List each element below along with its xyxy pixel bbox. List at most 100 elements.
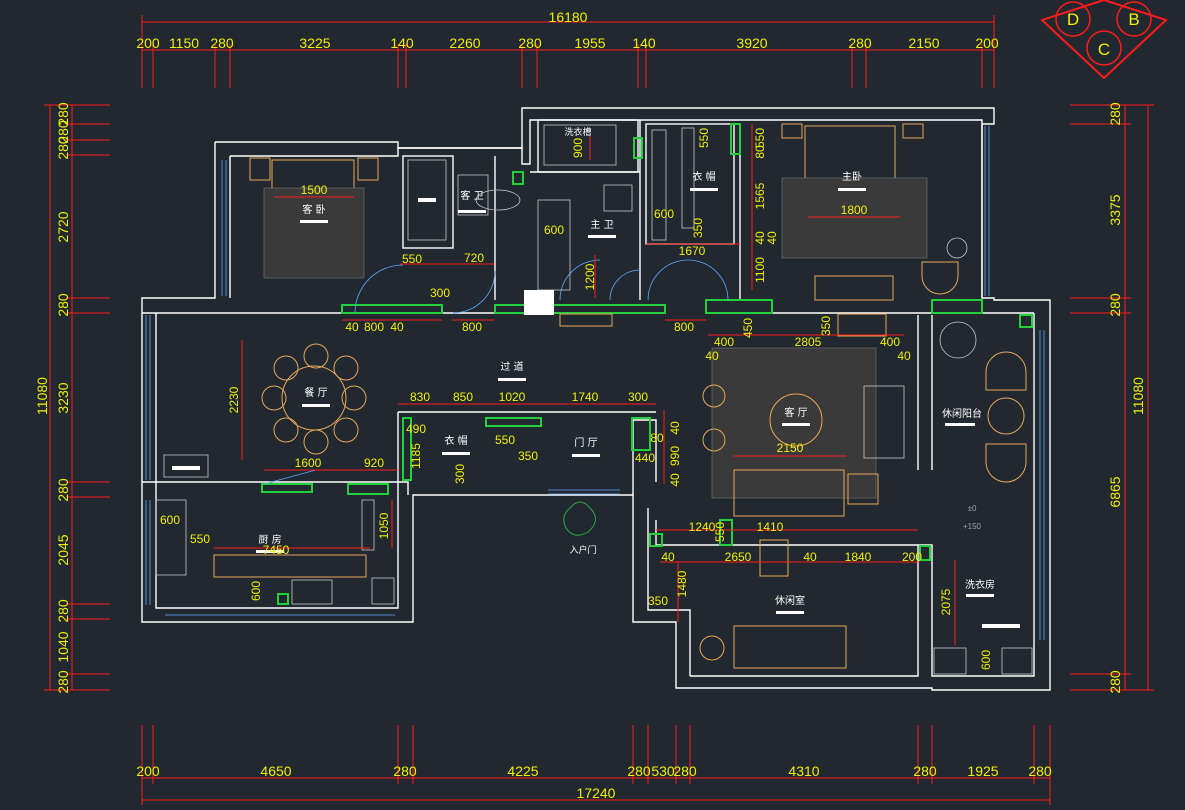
master-bed <box>781 123 968 301</box>
bottom-dim-1: 200 <box>136 763 160 779</box>
top-dim-13: 200 <box>975 35 999 51</box>
dim-1050: 1050 <box>377 512 391 539</box>
dim-800c: 800 <box>674 320 694 334</box>
dim-920: 920 <box>364 456 384 470</box>
room-label-guest-bath: 客 卫 <box>460 189 483 202</box>
dim-1600: 1600 <box>295 456 322 470</box>
dim-830: 830 <box>410 390 430 404</box>
logo: D B C <box>1040 0 1168 80</box>
bottom-dim-3: 280 <box>393 763 417 779</box>
dim-guest-bed-width: 1500 <box>301 183 328 197</box>
dining-cabinet <box>163 454 209 478</box>
left-dim-10: 1040 <box>55 631 71 662</box>
bottom-dim-10: 1925 <box>967 763 998 779</box>
floor-level-mark-2: +150 <box>963 522 982 531</box>
dim-350c: 350 <box>518 449 538 463</box>
dim-1020: 1020 <box>499 390 526 404</box>
top-dim-11: 280 <box>848 35 872 51</box>
dim-300b: 300 <box>628 390 648 404</box>
dim-2075: 2075 <box>939 588 953 615</box>
bottom-dim-9: 280 <box>913 763 937 779</box>
dim-200: 200 <box>902 550 922 564</box>
room-label-guest-bedroom: 客 卧 <box>302 203 325 216</box>
room-label-laundry: 洗衣房 <box>965 578 995 591</box>
dim-40f: 40 <box>897 349 911 363</box>
logo-letter-b: B <box>1128 10 1139 29</box>
left-dim-5: 280 <box>55 293 71 317</box>
top-dim-3: 280 <box>210 35 234 51</box>
top-dimension-lines <box>141 15 995 88</box>
dim-600c: 600 <box>160 513 180 527</box>
room-label-cloakroom-mid: 衣 帽 <box>444 434 467 447</box>
room-label-cloakroom-top: 衣 帽 <box>692 170 715 183</box>
room-label-dining: 餐 厅 <box>304 386 327 399</box>
top-dim-12: 2150 <box>908 35 939 51</box>
bottom-dim-7: 280 <box>673 763 697 779</box>
left-dim-7: 280 <box>55 478 71 502</box>
dim-720: 720 <box>464 251 484 265</box>
outer-walls <box>141 107 1051 691</box>
closet-hangers <box>651 127 695 241</box>
top-dim-7: 280 <box>518 35 542 51</box>
logo-circle-c <box>1086 30 1122 66</box>
dim-550b: 550 <box>697 128 711 148</box>
laundry-fixtures <box>933 624 1033 675</box>
leisure-room-set <box>699 539 847 669</box>
left-dim-6: 3230 <box>55 382 71 413</box>
dim-1840: 1840 <box>845 550 872 564</box>
master-bath-fixtures <box>524 124 633 327</box>
dim-600e: 600 <box>979 650 993 670</box>
dim-440: 440 <box>635 451 655 465</box>
floor-level-mark: ±0 <box>968 504 977 513</box>
left-dimension-lines <box>44 104 110 691</box>
dim-40b: 40 <box>765 231 779 245</box>
dim-40i: 40 <box>661 550 675 564</box>
left-overall-dimension: 11080 <box>34 377 50 415</box>
dim-350a: 350 <box>691 218 705 238</box>
guest-bed <box>249 157 379 279</box>
top-dim-9: 140 <box>632 35 656 51</box>
dim-550d: 550 <box>495 433 515 447</box>
dim-1100: 1100 <box>753 257 767 283</box>
room-label-leisure-balcony: 休闲阳台 <box>942 407 982 420</box>
structural-columns <box>261 123 1033 605</box>
top-dim-10: 3920 <box>736 35 767 51</box>
left-dim-2: 280 <box>55 120 71 144</box>
room-label-entrance: 入户门 <box>569 544 596 556</box>
top-dim-5: 140 <box>390 35 414 51</box>
dim-850: 850 <box>453 390 473 404</box>
dim-1240: 1240 <box>689 520 716 534</box>
dim-400a: 400 <box>714 335 734 349</box>
left-dim-9: 280 <box>55 599 71 623</box>
entrance-plant <box>563 501 596 536</box>
dim-2805: 2805 <box>795 335 822 349</box>
right-dim-5: 280 <box>1107 670 1123 694</box>
right-dim-1: 280 <box>1107 102 1123 126</box>
dim-300c: 300 <box>453 464 467 484</box>
dim-600a: 600 <box>544 223 564 237</box>
logo-diamond <box>1040 0 1168 80</box>
right-dim-4: 6865 <box>1107 476 1123 507</box>
bottom-dim-5: 280 <box>627 763 651 779</box>
right-overall-dimension: 11080 <box>1130 377 1146 415</box>
bottom-overall-dimension: 17240 <box>577 785 616 801</box>
dim-550e: 550 <box>190 532 210 546</box>
dim-550a: 550 <box>402 252 422 266</box>
dim-600d: 600 <box>249 581 263 601</box>
dim-40e: 40 <box>705 349 719 363</box>
dim-800a: 800 <box>364 320 384 334</box>
dim-40a: 40 <box>753 231 767 245</box>
room-label-living: 客 厅 <box>784 406 807 419</box>
dim-80: 80 <box>753 145 767 159</box>
dim-40j: 40 <box>803 550 817 564</box>
left-dim-11: 280 <box>55 670 71 694</box>
dim-40g: 40 <box>668 421 682 435</box>
room-label-leisure-room: 休闲室 <box>775 594 805 607</box>
room-label-foyer: 门 厅 <box>574 436 597 449</box>
dim-800b: 800 <box>462 320 482 334</box>
dining-table <box>261 343 367 455</box>
dim-300a: 300 <box>430 286 450 300</box>
top-dim-6: 2260 <box>449 35 480 51</box>
logo-letter-d: D <box>1067 10 1079 29</box>
